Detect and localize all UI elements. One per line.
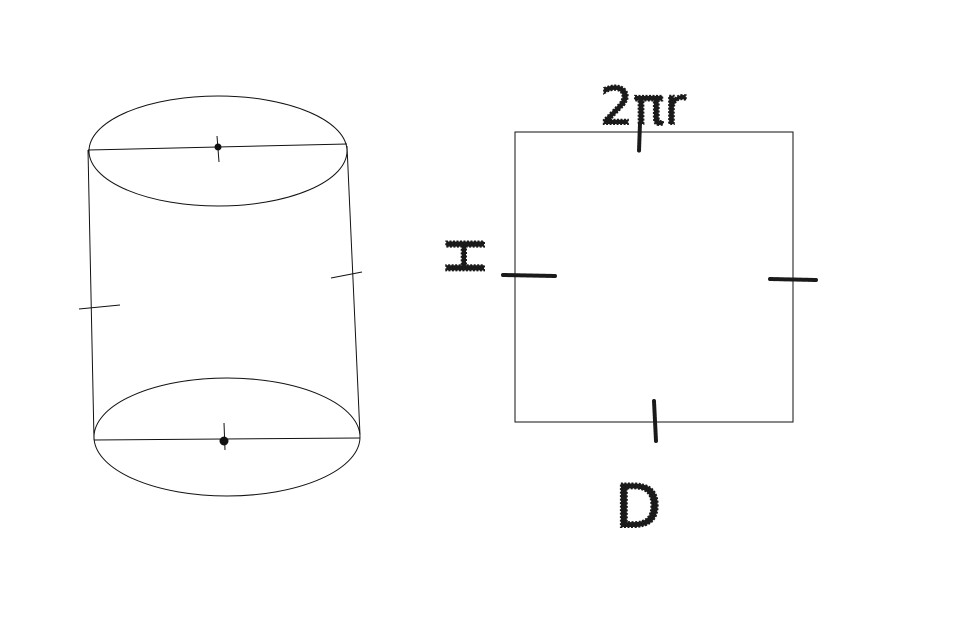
bottom-center-tick [223,422,226,451]
right-edge-marker [768,277,818,282]
cylinder [78,95,363,497]
cylinder-right-side [346,145,361,436]
bottom-center-dot [219,436,229,446]
right-side-tick [330,271,363,279]
label-top-circumference: 2πr [600,77,686,137]
left-edge-marker [501,273,557,278]
cylinder-left-side [87,149,95,441]
unrolled-rectangle: 2πr H D [436,76,818,543]
label-left-height: H [437,236,497,275]
top-center-dot [214,143,222,151]
left-side-tick [78,304,121,310]
cylinder-bottom-ellipse [93,377,361,497]
top-edge-marker [637,121,642,153]
bottom-edge-marker [652,399,658,443]
label-bottom-diameter: D [615,472,661,542]
